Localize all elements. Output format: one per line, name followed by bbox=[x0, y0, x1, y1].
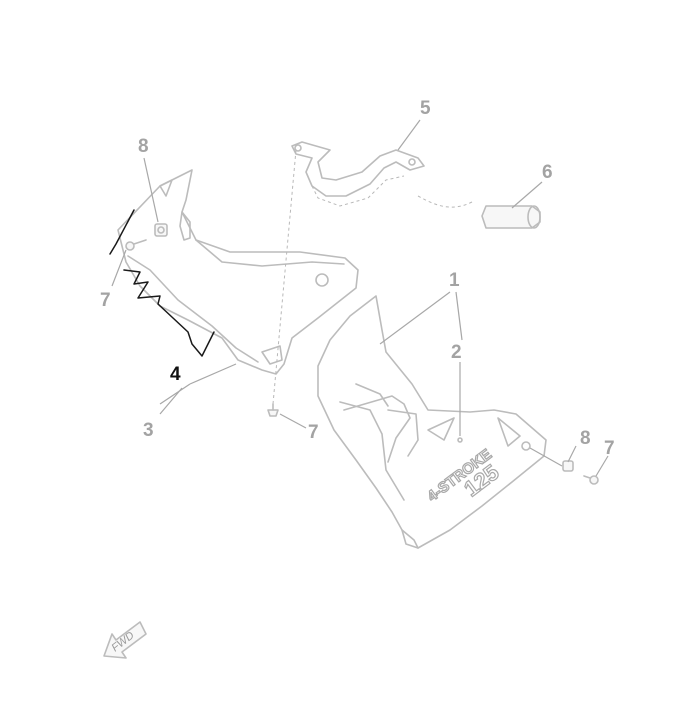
callout-1: 1 bbox=[449, 270, 460, 291]
trim-strip-part-4 bbox=[109, 209, 215, 357]
callout-2: 2 bbox=[451, 342, 462, 363]
callout-7-bottom: 7 bbox=[308, 422, 319, 443]
leader-lines bbox=[111, 119, 609, 477]
forward-direction-arrow: FWD bbox=[103, 621, 147, 659]
callout-3: 3 bbox=[143, 420, 154, 441]
collar-part-8-left bbox=[154, 223, 168, 237]
callout-5: 5 bbox=[420, 98, 431, 119]
lower-fairing-panel: 4-STROKE 125 bbox=[317, 295, 547, 549]
collar-part-8-right bbox=[562, 460, 574, 472]
side-cover-panel bbox=[117, 169, 359, 375]
callout-8-left: 8 bbox=[138, 136, 149, 157]
grommet-part-6 bbox=[417, 195, 541, 229]
screw-part-7-right bbox=[583, 475, 599, 485]
mounting-axis-line bbox=[272, 149, 297, 405]
callout-6: 6 bbox=[542, 162, 553, 183]
callout-7-right: 7 bbox=[604, 438, 615, 459]
screw-part-7-left bbox=[125, 239, 147, 251]
bracket-part-5 bbox=[291, 141, 425, 207]
callout-4: 4 bbox=[170, 364, 181, 385]
screw-part-7-bottom bbox=[267, 403, 279, 417]
callout-numbers: 8 7 4 3 7 5 6 1 2 8 7 bbox=[100, 98, 615, 459]
callout-7-left: 7 bbox=[100, 290, 111, 311]
callout-8-right: 8 bbox=[580, 428, 591, 449]
